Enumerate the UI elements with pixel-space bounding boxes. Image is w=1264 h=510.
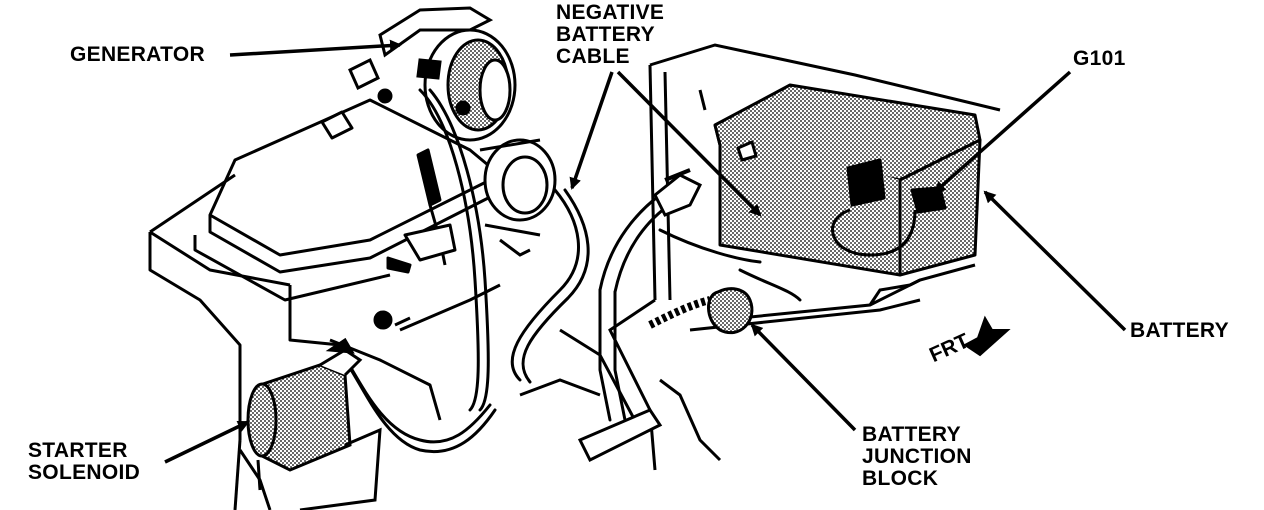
starter-solenoid-leader — [164, 420, 250, 464]
generator-unit — [348, 6, 557, 257]
junction-block-leader — [750, 323, 857, 432]
label-battery: BATTERY — [1130, 320, 1229, 342]
label-line: JUNCTION — [862, 445, 972, 468]
label-line: G101 — [1073, 47, 1126, 70]
label-line: BATTERY — [1130, 319, 1229, 342]
negative-cable-leader-left — [569, 71, 614, 190]
battery-leader — [983, 190, 1127, 332]
label-g101: G101 — [1073, 48, 1126, 70]
label-line: GENERATOR — [70, 43, 205, 66]
g101-leader — [933, 70, 1072, 194]
label-battery-junction-block: BATTERY JUNCTION BLOCK — [862, 424, 972, 490]
label-line: STARTER — [28, 439, 128, 462]
starter-solenoid-unit — [238, 337, 382, 510]
battery-body — [713, 83, 982, 277]
engine-block — [148, 98, 502, 510]
label-negative-battery-cable: NEGATIVE BATTERY CABLE — [556, 2, 664, 68]
junction-block — [648, 168, 754, 335]
label-line: SOLENOID — [28, 461, 141, 484]
front-direction-arrow-icon — [963, 315, 1011, 357]
negative-cable-leader-right — [616, 70, 762, 217]
label-line: NEGATIVE — [556, 1, 665, 24]
label-line: BLOCK — [862, 467, 939, 490]
generator-leader — [229, 39, 402, 57]
label-line: CABLE — [556, 45, 630, 68]
label-generator: GENERATOR — [70, 44, 205, 66]
label-line: BATTERY — [862, 423, 961, 446]
leader-arrows — [164, 39, 1127, 464]
label-starter-solenoid: STARTER SOLENOID — [28, 440, 140, 484]
label-line: BATTERY — [556, 23, 655, 46]
battery-tray — [519, 43, 1001, 471]
